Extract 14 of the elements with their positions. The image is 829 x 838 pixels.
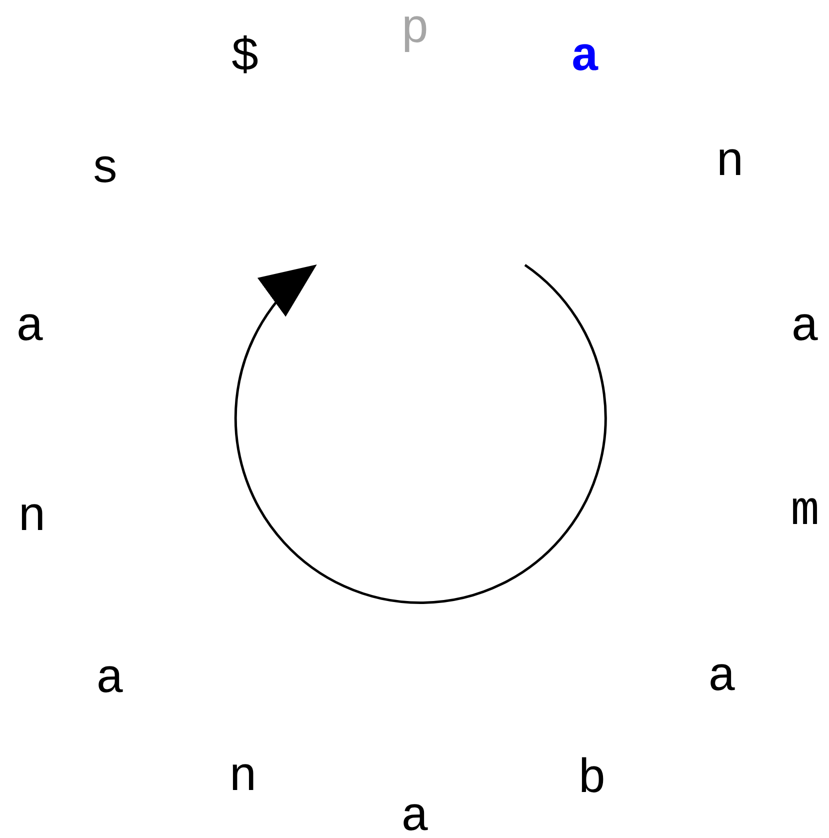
letter-label: a: [708, 654, 736, 702]
letter-label: b: [578, 756, 606, 804]
letter-label: $: [230, 34, 260, 82]
letter-label: n: [716, 139, 744, 187]
letter-label: a: [570, 34, 600, 82]
letter-label: n: [228, 754, 258, 802]
letter-label: p: [400, 6, 430, 54]
letter-label: a: [400, 794, 430, 838]
letter-label: a: [96, 656, 124, 704]
letter-label: a: [16, 304, 44, 352]
letter-label: a: [790, 304, 820, 352]
letter-label: n: [18, 494, 46, 542]
letter-label: s: [90, 146, 120, 194]
letter-label: m: [790, 488, 820, 536]
